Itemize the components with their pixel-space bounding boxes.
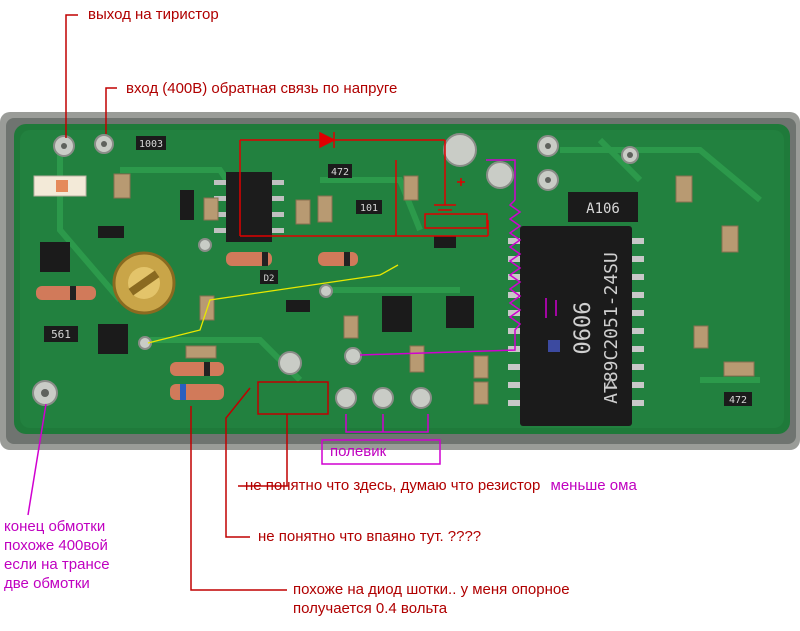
- arrow-thyristor-output: [65, 14, 78, 138]
- smd-resistors: [44, 136, 752, 406]
- winding-end-line: похоже 400вой: [4, 537, 108, 554]
- trimmer-potentiometer: [112, 251, 176, 315]
- d2-marking: D2: [264, 274, 275, 284]
- label-resistor-guess-suffix: меньше ома: [550, 477, 637, 494]
- arrow-resistor-guess: [238, 414, 288, 487]
- solder-pads: [32, 133, 639, 409]
- fet-bracket: [321, 414, 441, 465]
- arrow-feedback-input: [105, 87, 117, 134]
- mcu-chip: [508, 226, 644, 426]
- mcu-marking-line2: AT89C2051-24SU: [601, 252, 622, 404]
- mcu-marking-line1: 0606: [571, 302, 596, 355]
- schematic-overlay: [239, 131, 489, 237]
- label-winding-end: конец обмотки похоже 400вой если на тран…: [4, 517, 110, 593]
- arrow-winding-end: [27, 403, 47, 516]
- smd-diode-a106: A106: [568, 192, 638, 222]
- soic8-chip: [214, 172, 284, 242]
- glass-diodes: [36, 252, 358, 400]
- magenta-resistor-sketch: [359, 159, 557, 356]
- smd-capacitors: [113, 173, 755, 405]
- res-472-right-marking: 472: [729, 395, 747, 406]
- unknown-part-box: [257, 381, 329, 415]
- res-101-marking: 101: [360, 203, 378, 214]
- led: [33, 175, 87, 197]
- winding-end-line: если на трансе: [4, 556, 110, 573]
- label-feedback-input: вход (400В) обратная связь по напруге: [126, 80, 398, 97]
- arrow-unknown-part: [225, 387, 251, 538]
- label-resistor-guess: не понятно что здесь, думаю что резистор…: [245, 477, 637, 495]
- transistors: [40, 242, 474, 354]
- winding-end-line: две обмотки: [4, 575, 90, 592]
- res-1003-marking: 1003: [139, 139, 163, 150]
- label-schottky-line2: получается 0.4 вольта: [293, 600, 448, 617]
- label-resistor-guess-main: не понятно что здесь, думаю что резистор: [245, 477, 541, 494]
- res-561-marking: 561: [51, 328, 71, 341]
- label-unknown-part: не понятно что впаяно тут. ????: [258, 528, 482, 545]
- res-472-marking: 472: [331, 167, 349, 178]
- winding-end-line: конец обмотки: [4, 518, 106, 535]
- arrow-schottky: [190, 406, 287, 591]
- label-thyristor-output: выход на тиристор: [88, 6, 219, 23]
- a106-marking: A106: [586, 201, 620, 217]
- yellow-trace-highlight: [147, 264, 399, 344]
- label-schottky-line1: похоже на диод шотки.. у меня опорное: [293, 581, 570, 598]
- label-fet: полевик: [330, 443, 387, 460]
